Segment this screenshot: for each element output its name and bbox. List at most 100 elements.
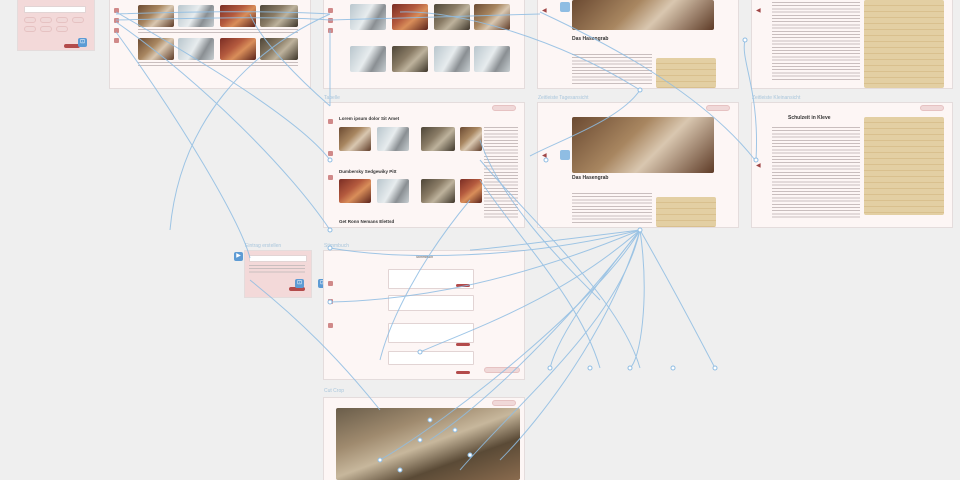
form-action-button[interactable] [456,284,470,287]
table-frame: Lorem ipsum dolor Sit Amet Dumbersky Sed… [324,103,524,227]
gallery-thumb[interactable] [138,5,174,27]
overview-thumb[interactable] [434,46,470,72]
back-icon[interactable]: ◀ [756,163,761,169]
toolbar-pill[interactable] [920,105,944,111]
form-action-button[interactable] [456,343,470,346]
form-field[interactable] [388,323,474,343]
nav-icon-2[interactable] [328,151,333,156]
thumb-captions [138,62,298,66]
letter-thumb[interactable] [656,58,716,88]
detail-frame-top: ◀ Das Hasengrab [538,0,738,88]
prototype-start-icon[interactable] [560,2,570,12]
overview-thumb[interactable] [350,46,386,72]
side-list [484,127,518,219]
table-item-title: Lorem ipsum dolor Sit Amet [339,116,400,121]
form-field[interactable] [388,295,474,311]
nav-icon-2[interactable] [328,299,333,304]
table-item-title: Dumbersky Sedgewiky Pitt [339,169,397,174]
overview-thumb[interactable] [392,4,428,30]
mini-chip-2[interactable] [40,17,52,23]
frame-label: Tabelle [324,95,340,101]
mini-chip-5[interactable] [24,26,36,32]
form-save-button[interactable] [456,371,470,374]
frame-label: Eintrag erstellen [245,243,282,249]
gallery-thumb[interactable] [178,5,214,27]
frame-label: Zeitleiste Kleinansicht [752,95,801,101]
letter-frame-mid: ◀ Schulzeit in Kleve [752,103,952,227]
nav-icon-1[interactable] [114,8,119,13]
crop-image[interactable] [336,408,520,480]
table-thumb[interactable] [460,179,482,203]
table-thumb[interactable] [421,127,455,151]
gallery-thumb[interactable] [138,38,174,60]
gallery-thumb[interactable] [178,38,214,60]
entry-flow-icon-2[interactable]: ⊡ [295,279,304,288]
entry-text [249,265,305,273]
form-frame: Stimmbuch [324,251,524,379]
table-thumb[interactable] [460,127,482,151]
overview-frame [324,0,524,88]
table-thumb[interactable] [339,179,371,203]
letter-thumb[interactable] [656,197,716,227]
nav-icon-4[interactable] [114,38,119,43]
nav-icon-2[interactable] [328,18,333,23]
mini-chip-4[interactable] [72,17,84,23]
form-title: Stimmbuch [416,255,433,259]
toolbar-pill[interactable] [706,105,730,111]
mini-chip-3[interactable] [56,17,68,23]
table-thumb[interactable] [377,127,409,151]
nav-icon-3[interactable] [328,28,333,33]
nav-icon-1[interactable] [328,281,333,286]
entry-flow-icon[interactable]: ▶ [234,252,243,261]
mini-chip-1[interactable] [24,17,36,23]
create-entry-frame [245,251,311,297]
table-item-title: Get Ronn Nemans Elettsd [339,219,395,224]
letter-title: Schulzeit in Kleve [788,115,831,121]
nav-icon-3[interactable] [114,28,119,33]
mini-form-frame [18,0,94,50]
toolbar-pill[interactable] [492,105,516,111]
table-thumb[interactable] [339,127,371,151]
detail-heading: Das Hasengrab [572,36,609,42]
letter-transcript [772,127,860,219]
back-icon[interactable]: ◀ [542,8,547,14]
overview-thumb[interactable] [474,4,510,30]
table-thumb[interactable] [377,179,409,203]
mini-chip-7[interactable] [56,26,68,32]
mini-chip-6[interactable] [40,26,52,32]
mini-flow-icon[interactable]: ⊡ [78,38,87,47]
mini-submit-button[interactable] [64,44,80,48]
frame-label: Stimmbuch [324,243,350,249]
letter-scan [864,117,944,215]
overview-thumb[interactable] [434,4,470,30]
nav-icon-3[interactable] [328,175,333,180]
form-field[interactable] [388,351,474,365]
back-icon[interactable]: ◀ [542,153,547,159]
gallery-thumb[interactable] [220,38,256,60]
nav-icon-1[interactable] [328,8,333,13]
back-icon[interactable]: ◀ [756,8,761,14]
toolbar-pill[interactable] [492,400,516,406]
detail-frame-mid: ◀ Das Hasengrab [538,103,738,227]
nav-icon-3[interactable] [328,323,333,328]
hero-image [572,117,714,173]
overview-thumb[interactable] [392,46,428,72]
entry-input[interactable] [249,255,307,262]
table-thumb[interactable] [421,179,455,203]
frame-label: Zeitleiste Tagesansicht [538,95,589,101]
gallery-thumb[interactable] [220,5,256,27]
mini-input-1[interactable] [24,6,86,13]
overview-thumb[interactable] [350,4,386,30]
nav-icon-2[interactable] [114,18,119,23]
nav-icon-1[interactable] [328,119,333,124]
letter-transcript [772,2,860,80]
prototype-start-icon[interactable] [560,150,570,160]
form-hint [484,367,520,373]
detail-heading: Das Hasengrab [572,175,609,181]
hero-image [572,0,714,30]
frame-label: Cut Crop [324,388,345,394]
gallery-thumb[interactable] [260,38,298,60]
gallery-thumb[interactable] [260,5,298,27]
letter-scan [864,0,944,88]
overview-thumb[interactable] [474,46,510,72]
